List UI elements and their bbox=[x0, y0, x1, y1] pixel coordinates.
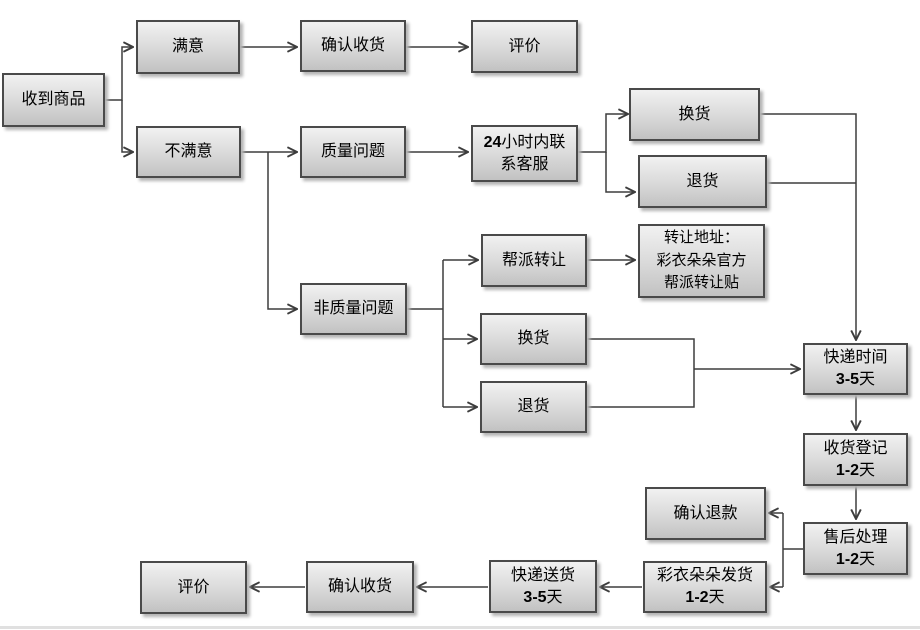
node-label: 3-5天 bbox=[523, 588, 563, 606]
node-label: 收到商品 bbox=[21, 91, 86, 109]
node-label: 售后处理 bbox=[823, 528, 888, 546]
edge-contact-return bbox=[605, 152, 635, 192]
node-label: 3-5天 bbox=[835, 371, 876, 388]
node-satisfied: 满意 bbox=[136, 20, 240, 74]
node-non-quality-issue: 非质量问题 bbox=[300, 283, 407, 335]
node-label: 换货 bbox=[517, 330, 550, 348]
node-aftersales-processing: 售后处理 1-2天 bbox=[803, 522, 908, 575]
node-return-nonquality: 退货 bbox=[480, 381, 587, 433]
bold-number: 1-2 bbox=[685, 589, 709, 606]
node-label: 快递时间 bbox=[823, 349, 888, 367]
node-label: 非质量问题 bbox=[313, 300, 394, 318]
edge-received-satisfied bbox=[105, 47, 133, 101]
node-confirm-receipt-bottom: 确认收货 bbox=[306, 561, 414, 613]
node-label: 收货登记 bbox=[823, 439, 888, 457]
node-label: 退货 bbox=[517, 398, 550, 416]
node-label: 24小时内联 bbox=[483, 133, 566, 151]
node-label: 帮派转让 bbox=[501, 251, 566, 269]
node-label: 评价 bbox=[508, 37, 541, 55]
node-received-goods: 收到商品 bbox=[2, 73, 105, 127]
node-exchange-quality: 换货 bbox=[629, 88, 760, 141]
node-exchange-nonquality: 换货 bbox=[480, 313, 587, 365]
node-transfer-address: 转让地址： 彩衣朵朵官方 帮派转让贴 bbox=[638, 224, 765, 298]
node-label: 退货 bbox=[686, 172, 719, 190]
edge-contact-exchange bbox=[578, 114, 628, 153]
node-return-quality: 退货 bbox=[638, 155, 767, 208]
edge-return-merge bbox=[587, 369, 695, 408]
node-label: 转让地址： bbox=[663, 229, 739, 247]
node-express-delivery: 快递送货 3-5天 bbox=[489, 560, 597, 613]
node-label: 换货 bbox=[678, 105, 711, 123]
bold-number: 1-2 bbox=[835, 461, 860, 479]
node-label: 不满意 bbox=[164, 143, 213, 161]
bold-number: 3-5 bbox=[523, 588, 547, 606]
edge-exchange-merge bbox=[587, 338, 695, 369]
node-label: 系客服 bbox=[500, 155, 549, 173]
edge-received-dissatisfied bbox=[121, 100, 133, 152]
node-confirm-receipt-top: 确认收货 bbox=[300, 20, 406, 72]
node-confirm-refund: 确认退款 bbox=[645, 487, 766, 540]
node-label: 彩衣朵朵官方 bbox=[656, 251, 747, 269]
node-label: 彩衣朵朵发货 bbox=[656, 567, 753, 585]
node-label: 评价 bbox=[177, 578, 210, 596]
node-contact-cs-24h: 24小时内联 系客服 bbox=[471, 125, 578, 182]
node-express-time: 快递时间 3-5天 bbox=[803, 343, 908, 395]
window-bottom-edge bbox=[0, 626, 920, 629]
bold-number: 24 bbox=[483, 133, 502, 151]
node-label: 确认退款 bbox=[673, 504, 738, 522]
node-label: 帮派转让贴 bbox=[663, 274, 739, 292]
node-review-top: 评价 bbox=[471, 20, 578, 73]
node-label: 满意 bbox=[171, 38, 204, 56]
bold-number: 3-5 bbox=[835, 371, 860, 388]
node-dissatisfied: 不满意 bbox=[136, 126, 241, 178]
node-label: 1-2天 bbox=[835, 550, 876, 568]
node-review-bottom: 评价 bbox=[140, 561, 247, 614]
node-label: 确认收货 bbox=[327, 578, 392, 596]
node-quality-issue: 质量问题 bbox=[300, 126, 406, 178]
edge-dissatisfied-nonquality bbox=[267, 152, 297, 309]
edge-exchange-express-time bbox=[760, 113, 856, 340]
node-label: 1-2天 bbox=[685, 589, 725, 606]
node-receipt-registration: 收货登记 1-2天 bbox=[803, 433, 908, 486]
bold-number: 1-2 bbox=[835, 550, 860, 568]
node-label: 质量问题 bbox=[320, 143, 385, 161]
node-label: 1-2天 bbox=[835, 461, 876, 479]
node-caiyi-shipping: 彩衣朵朵发货 1-2天 bbox=[643, 561, 767, 613]
node-gang-transfer: 帮派转让 bbox=[481, 234, 587, 287]
node-label: 确认收货 bbox=[320, 37, 385, 55]
node-label: 快递送货 bbox=[510, 566, 575, 584]
